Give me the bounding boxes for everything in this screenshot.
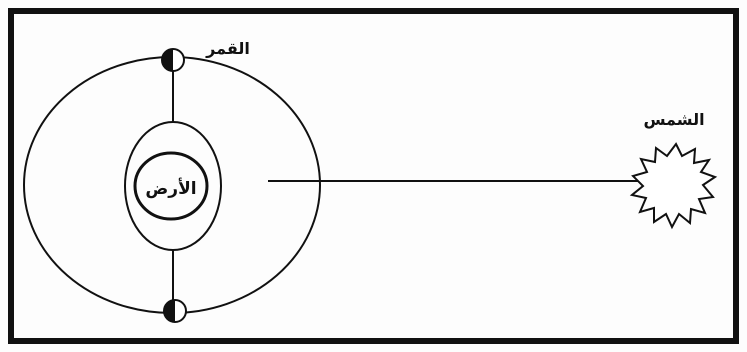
- sun-label: الشمس: [643, 110, 704, 129]
- diagram-frame: [11, 11, 736, 341]
- sun: [632, 144, 715, 227]
- moon-bottom-dark-half: [164, 300, 175, 322]
- earth-label: الأرض: [145, 178, 196, 199]
- moon-label: القمر: [205, 39, 250, 58]
- sun-rays-outline: [632, 144, 715, 227]
- moon-bottom: [164, 300, 186, 322]
- moon-top: [162, 49, 184, 71]
- moon-top-dark-half: [162, 49, 173, 71]
